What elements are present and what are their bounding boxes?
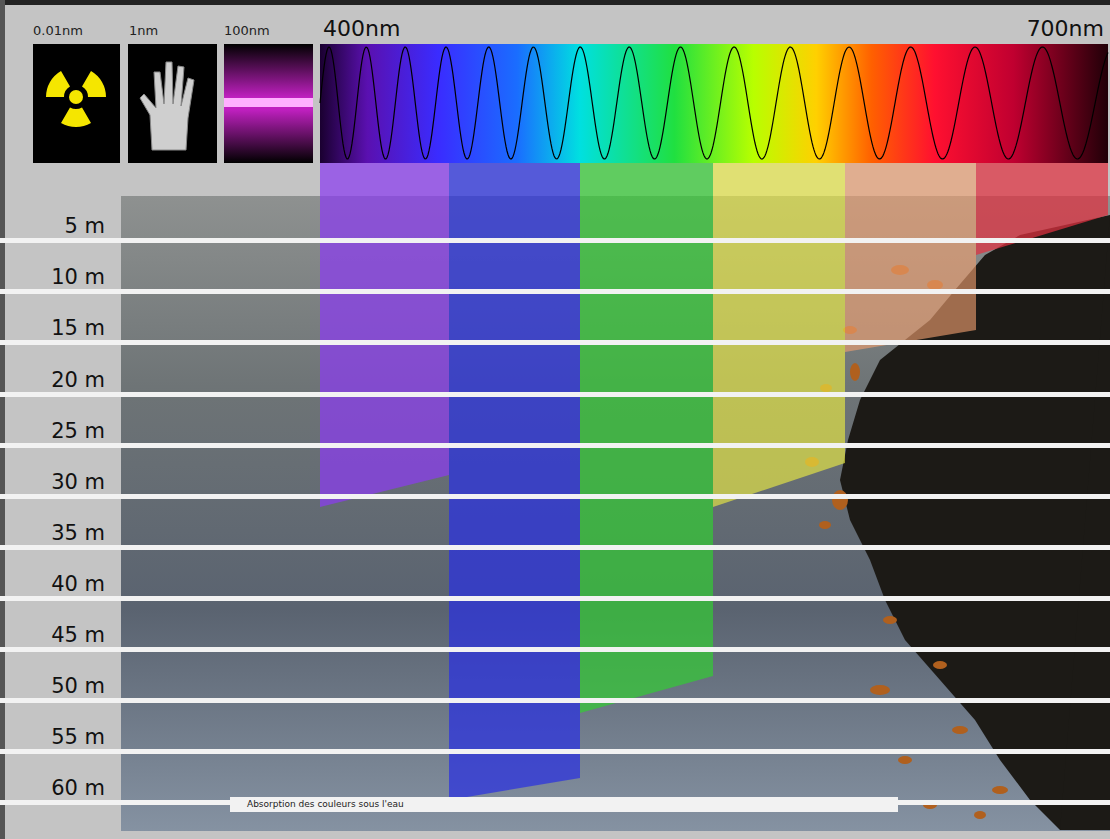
- depth-line: [0, 340, 1110, 345]
- depth-line: [0, 647, 1110, 652]
- depth-label: 5 m: [65, 216, 106, 237]
- wave-line: [320, 47, 1108, 159]
- depth-label: 10 m: [51, 267, 105, 288]
- depth-label: 45 m: [51, 625, 105, 646]
- radiation-symbol: [46, 71, 106, 127]
- depth-line: [0, 494, 1110, 499]
- depth-label: 20 m: [51, 370, 105, 391]
- depth-line: [0, 749, 1110, 754]
- depth-line: [0, 443, 1110, 448]
- wavelength-label: 400nm: [323, 18, 400, 40]
- depth-line: [0, 545, 1110, 550]
- depth-line: [0, 698, 1110, 703]
- depth-line: [0, 392, 1110, 397]
- depth-label: 60 m: [51, 778, 105, 799]
- depth-line: [0, 596, 1110, 601]
- depth-line: [0, 238, 1110, 243]
- caption: Absorption des couleurs sous l'eau: [230, 797, 898, 812]
- depth-line: [0, 289, 1110, 294]
- depth-label: 40 m: [51, 574, 105, 595]
- wavelength-label: 0.01nm: [33, 24, 83, 37]
- wavelength-label: 700nm: [1027, 18, 1104, 40]
- wavelength-label: 100nm: [224, 24, 270, 37]
- depth-label: 35 m: [51, 523, 105, 544]
- depth-label: 15 m: [51, 318, 105, 339]
- depth-label: 25 m: [51, 421, 105, 442]
- wavelength-label: 1nm: [129, 24, 158, 37]
- depth-label: 30 m: [51, 472, 105, 493]
- depth-label: 50 m: [51, 676, 105, 697]
- depth-label: 55 m: [51, 727, 105, 748]
